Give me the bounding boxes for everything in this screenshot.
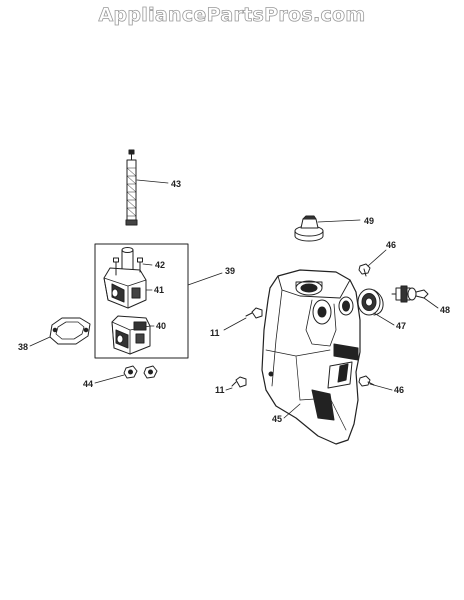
leader-43 <box>136 179 169 184</box>
nut-part[interactable] <box>123 365 158 379</box>
leader-49 <box>317 219 361 223</box>
leader-42 <box>142 263 153 266</box>
fuel-tank-part[interactable] <box>261 269 361 445</box>
fuel-valve-upper-part[interactable] <box>103 247 147 309</box>
callout-39: 39 <box>225 266 235 276</box>
callout-48: 48 <box>440 305 450 315</box>
callout-45: 45 <box>272 414 282 424</box>
callout-43: 43 <box>171 179 181 189</box>
screw-lower-part[interactable] <box>358 375 375 387</box>
grommet-part[interactable] <box>357 288 384 316</box>
leader-48 <box>423 297 439 309</box>
leader-38 <box>29 336 51 347</box>
gasket-part[interactable] <box>49 317 91 345</box>
leader-46-upper <box>367 249 387 267</box>
bolt-left-part[interactable] <box>245 307 263 319</box>
leader-11-left <box>223 317 247 331</box>
callout-40: 40 <box>156 321 166 331</box>
screw-part[interactable] <box>113 257 143 276</box>
leader-47 <box>373 312 395 326</box>
screw-upper-part[interactable] <box>358 263 371 277</box>
leader-44 <box>94 374 125 384</box>
leader-46-lower <box>369 383 393 391</box>
fuel-valve-group-box <box>94 243 189 359</box>
fuel-valve-lower-part[interactable] <box>111 315 151 355</box>
callout-41: 41 <box>154 285 164 295</box>
fuel-filter-part[interactable] <box>125 149 138 226</box>
shutoff-valve-part[interactable] <box>391 285 429 303</box>
callout-46-lower: 46 <box>394 385 404 395</box>
leader-11-lower <box>225 387 233 391</box>
callout-11-left: 11 <box>210 328 220 338</box>
callout-49: 49 <box>364 216 374 226</box>
bolt-lower-part[interactable] <box>231 376 247 388</box>
callout-47: 47 <box>396 321 406 331</box>
site-watermark: AppliancePartsPros.com <box>98 4 366 27</box>
callout-11-lower: 11 <box>215 385 225 395</box>
callout-44: 44 <box>83 379 93 389</box>
callout-42: 42 <box>155 260 165 270</box>
callout-46-upper: 46 <box>386 240 396 250</box>
fuel-cap-part[interactable] <box>294 215 324 242</box>
leader-39 <box>187 272 223 286</box>
callout-38: 38 <box>18 342 28 352</box>
leader-45 <box>283 403 301 419</box>
